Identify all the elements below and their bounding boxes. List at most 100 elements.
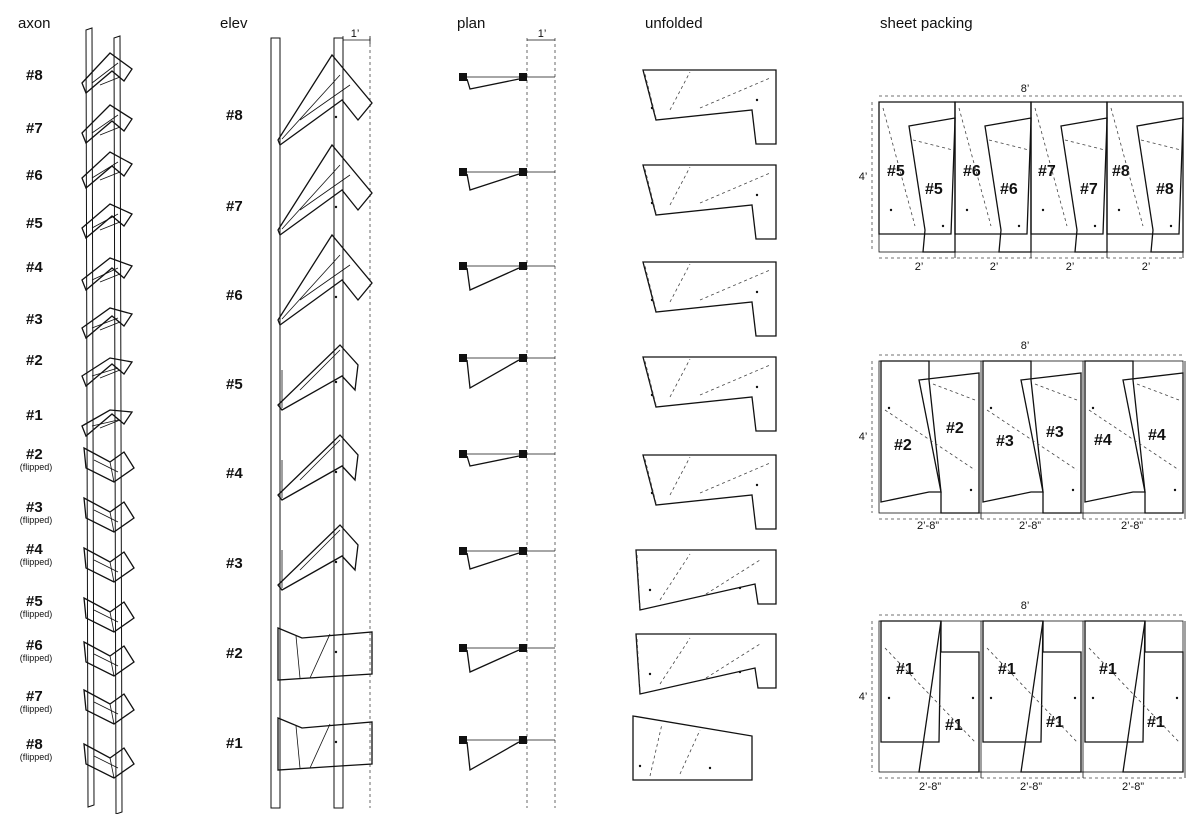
elev-shelf-screw (334, 740, 338, 744)
axon-label-8: #8 (26, 67, 43, 84)
unfolded-fold-c (705, 559, 761, 595)
elev-shelf-screw (334, 380, 338, 384)
part-b (1020, 372, 1082, 514)
unfolded-fold-c (705, 643, 761, 679)
axon-shelf-4 (81, 203, 133, 240)
axon-shelf-2 (81, 104, 133, 145)
sheet-2-bottom-dim-2: 2’-8” (1018, 520, 1041, 532)
unfolded-fold-a (644, 458, 657, 504)
sheet-1-part-6b: #6 (1000, 181, 1018, 198)
unfolded-fold-b (669, 358, 691, 398)
axon-shelf-edge (109, 561, 115, 583)
plan-shelf-4 (459, 450, 555, 467)
elev-shelf-2 (277, 627, 373, 681)
axon-sublabel-8-flipped: (flipped) (19, 752, 53, 762)
axon-shelf-edge (109, 703, 115, 725)
plan-post-square-left (459, 547, 467, 555)
axon-shelf-edge (99, 273, 121, 283)
unfolded-hole-a (650, 298, 654, 302)
part-a-hole (887, 696, 891, 700)
elev-header: elev (220, 15, 248, 32)
elev-shelf-fold-a (281, 164, 341, 230)
sheet-1-bay-2 (954, 101, 1032, 258)
part-a-hole (1117, 208, 1121, 212)
axon-label-1: #1 (26, 407, 43, 424)
sheet-3-bottom-dim-2: 2’-8” (1019, 781, 1042, 793)
part-a (982, 620, 1044, 743)
unfolded-hole-b (738, 586, 742, 590)
part-a (878, 101, 956, 235)
elev-shelf-outline (277, 233, 373, 327)
part-b (984, 117, 1032, 253)
axon-shelf-7 (81, 357, 134, 388)
part-a (1084, 360, 1146, 503)
axon-label-5: #5 (26, 215, 43, 232)
axon-label-7: #7 (26, 120, 43, 137)
elev-label-2: #2 (226, 645, 243, 662)
axon-shelf-14 (83, 688, 135, 725)
unfolded-hole-b (755, 290, 759, 294)
plan-shelf-profile (466, 552, 520, 570)
sheet-3-bay-1 (880, 620, 982, 778)
unfolded-fold-a (636, 637, 641, 691)
axon-sublabel-7-flipped: (flipped) (19, 704, 53, 714)
part-b-hole (1175, 696, 1179, 700)
elev-shelf-screw (334, 205, 338, 209)
sheet-1-part-8a: #8 (1112, 163, 1130, 180)
axon-shelf-edge (99, 221, 121, 231)
axon-label-7-flipped: #7 (26, 688, 43, 705)
plan-shelf-5 (459, 354, 555, 390)
part-a (1030, 101, 1108, 235)
unfolded-hole-a (650, 393, 654, 397)
elev-shelf-7 (277, 143, 373, 237)
part-b-fold (988, 139, 1030, 151)
plan-header: plan (457, 15, 486, 32)
elev-label-7: #7 (226, 198, 243, 215)
sheet-1-bay-4 (1106, 101, 1184, 258)
plan-shelf-profile (466, 359, 520, 390)
axon-shelf-15 (83, 742, 135, 779)
sheet-2-part-2b: #2 (946, 420, 964, 437)
axon-label-8-flipped: #8 (26, 736, 43, 753)
sheet-3-part-1a: #1 (896, 661, 914, 678)
elev-shelf-outline (277, 627, 373, 681)
plan-post-square-left (459, 736, 467, 744)
sheet-2-width-dim: 8’ (1020, 340, 1030, 352)
sheet-1-bottom-dim-1: 2’ (914, 261, 924, 273)
part-a-hole (989, 696, 993, 700)
part-b-hole (1173, 488, 1177, 492)
axon-shelf-fold (91, 267, 119, 281)
part-b-hole (1017, 224, 1021, 228)
unfolded-hole-b (708, 766, 712, 770)
axon-shelf-edge (109, 511, 115, 533)
unfolded-hole-b (738, 670, 742, 674)
unfolded-hole-b (755, 193, 759, 197)
axon-label-5-flipped: #5 (26, 593, 43, 610)
axon-sublabel-3-flipped: (flipped) (19, 515, 53, 525)
elev-label-8: #8 (226, 107, 243, 124)
plan-shelf-2 (459, 644, 555, 673)
unfolded-hole-b (755, 98, 759, 102)
sheet-1-part-7b: #7 (1080, 181, 1098, 198)
axon-shelf-face (81, 52, 133, 95)
part-a-hole (1041, 208, 1045, 212)
sheet-3-height-dim: 4’ (858, 691, 868, 703)
axon-label-3: #3 (26, 311, 43, 328)
axon-shelf-fold (93, 755, 119, 769)
elevation-column (270, 36, 373, 809)
part-b-hole (1073, 696, 1077, 700)
plan-shelf-7 (459, 168, 555, 191)
axon-header: axon (18, 15, 51, 32)
plan-one-foot-dim: 1’ (537, 28, 547, 40)
unfolded-header: unfolded (645, 15, 703, 32)
axon-shelf-12 (83, 596, 135, 633)
unfolded-fold-b (679, 729, 701, 775)
unfolded-hole-a (648, 672, 652, 676)
part-b (918, 620, 980, 773)
part-b (1020, 620, 1082, 773)
unfolded-hole-b (755, 483, 759, 487)
sheet-1-part-5b: #5 (925, 181, 943, 198)
elev-one-foot-dim: 1’ (350, 28, 360, 40)
part-b (1136, 117, 1184, 253)
plan-shelf-profile (466, 267, 520, 291)
